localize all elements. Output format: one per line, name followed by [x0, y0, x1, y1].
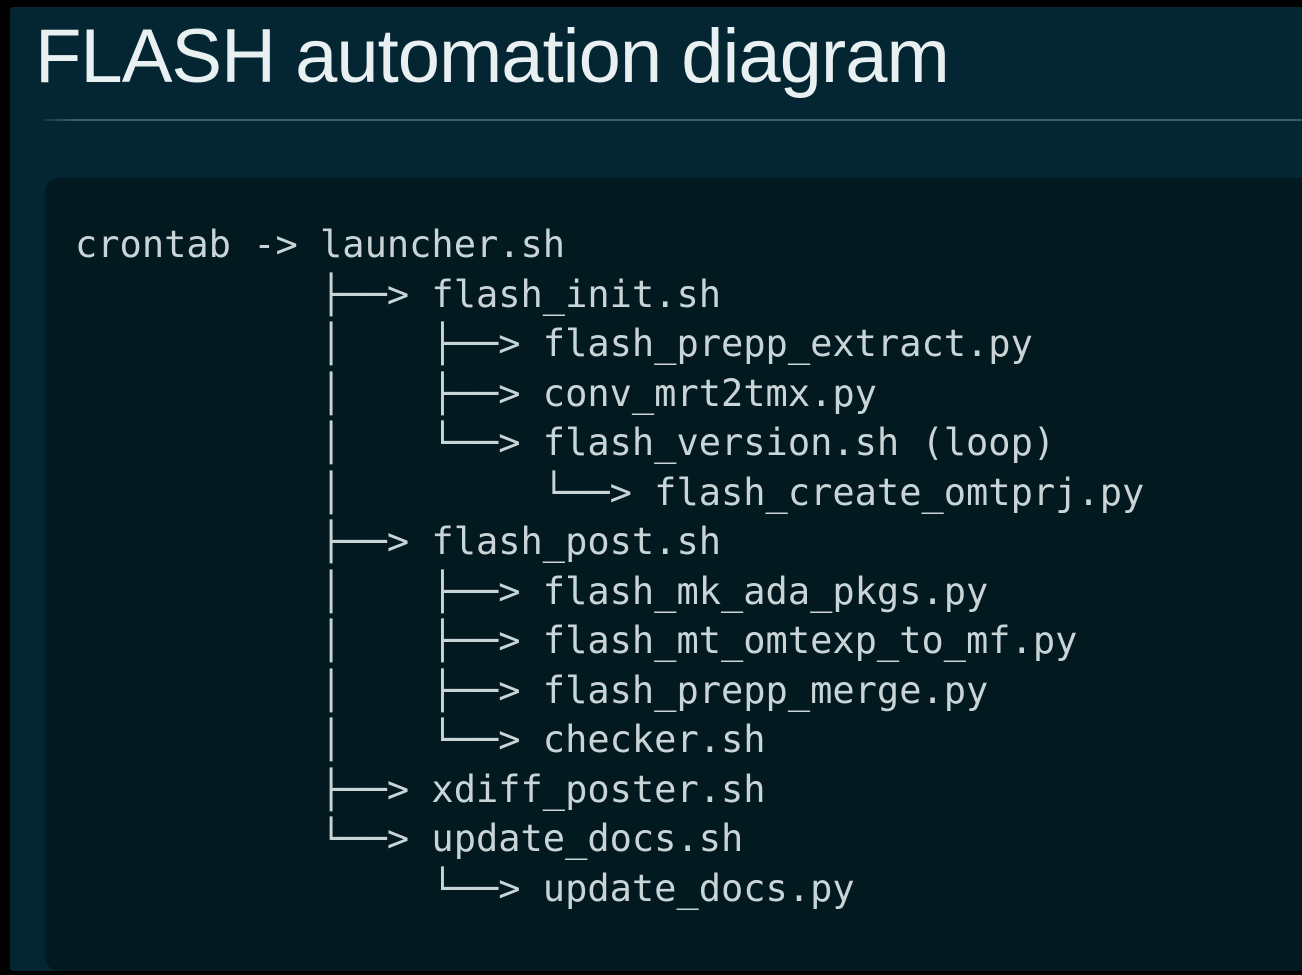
automation-tree: crontab -> launcher.sh ├──> flash_init.s…	[75, 223, 1145, 910]
page-title: FLASH automation diagram	[35, 14, 950, 99]
document-page: FLASH automation diagram crontab -> laun…	[10, 7, 1302, 971]
title-divider	[43, 119, 1302, 121]
diagram-code-block: crontab -> launcher.sh ├──> flash_init.s…	[45, 178, 1302, 971]
